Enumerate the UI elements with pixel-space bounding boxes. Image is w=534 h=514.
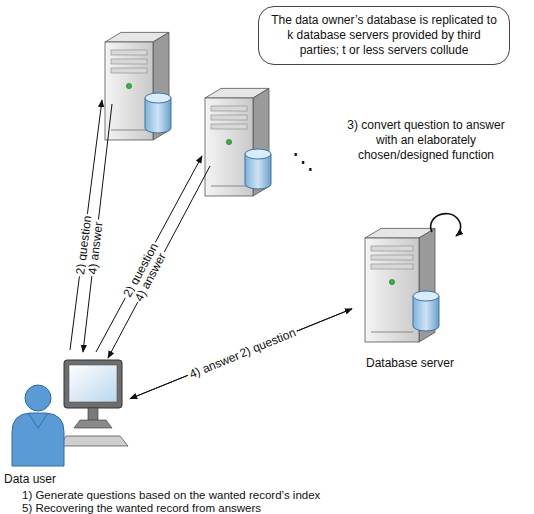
message-arrow	[130, 309, 352, 399]
callout-bubble: The data owner’s database is replicated …	[258, 6, 510, 65]
step-note: 5) Recovering the wanted record from ans…	[22, 501, 261, 514]
step-note: 1) Generate questions based on the wante…	[22, 488, 320, 502]
loop-arrow	[431, 214, 461, 236]
arrow-label: 4) answer	[185, 347, 243, 381]
database-cylinder	[145, 93, 171, 133]
message-arrow	[130, 309, 352, 399]
message-arrow	[108, 166, 210, 358]
server-node: Database server	[352, 218, 468, 372]
database-cylinder	[245, 149, 271, 189]
step-note: 3) convert question to answer with an el…	[338, 118, 514, 163]
node-label: Data user	[4, 472, 130, 486]
ellipsis: ⋱	[292, 150, 314, 174]
message-arrow	[96, 156, 202, 352]
user-node: Data user	[4, 380, 130, 488]
database-cylinder	[413, 291, 439, 331]
arrow-label: 2) question	[236, 325, 300, 362]
node-label: Database server	[352, 356, 468, 370]
callout-text: The data owner’s database is replicated …	[269, 13, 499, 58]
user-icon	[12, 360, 128, 466]
